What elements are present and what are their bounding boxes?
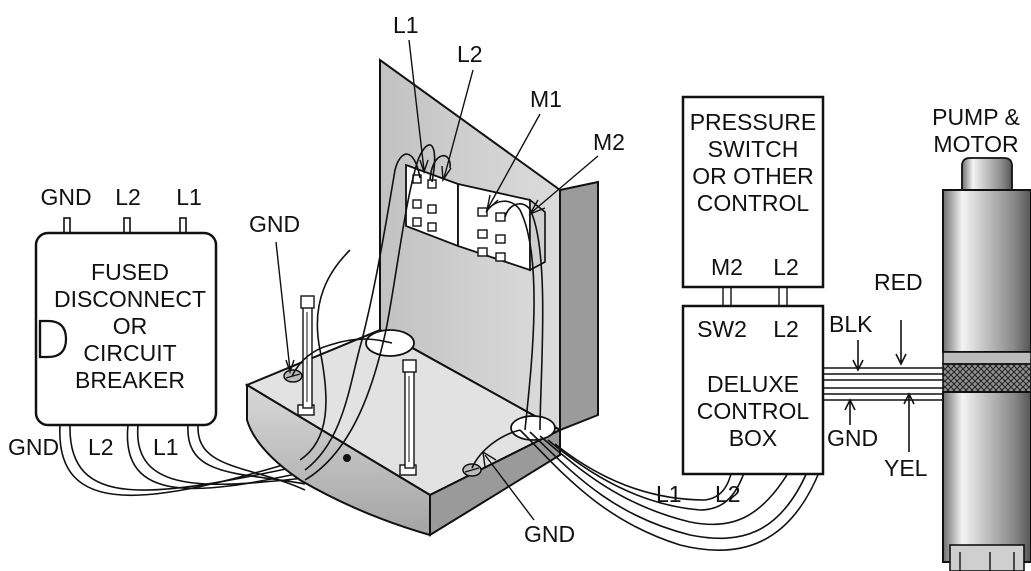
pressure-switch-title-line: SWITCH — [708, 136, 799, 162]
control-box — [681, 304, 825, 476]
enclosure-gnd-bottom-label: GND — [524, 521, 575, 547]
enclosure-mounting-hole — [343, 454, 351, 462]
lead-blk-label: BLK — [829, 311, 873, 337]
disconnect-title-line: CIRCUIT — [83, 340, 176, 366]
disconnect-out-l1-label: L1 — [153, 434, 179, 460]
control-box-sw2-label: SW2 — [697, 316, 747, 342]
enclosure — [244, 58, 599, 537]
red-arrow — [895, 320, 907, 366]
pump-title-line: MOTOR — [933, 131, 1018, 157]
pressure-switch-title-line: CONTROL — [697, 190, 810, 216]
pressure-switch-title-line: OR OTHER — [692, 163, 813, 189]
terminal-l2-label: L2 — [457, 41, 483, 67]
disconnect-box — [34, 231, 218, 427]
pressure-switch: PRESSURE SWITCH OR OTHER CONTROL M2 L2 — [681, 95, 825, 306]
pump-screen — [942, 363, 1031, 393]
terminal-l1-label: L1 — [393, 12, 419, 38]
pump-base — [949, 544, 1025, 571]
enclosure-side-flange — [559, 180, 599, 432]
pressure-switch-box — [681, 95, 825, 289]
disconnect-out-l2-label: L2 — [88, 434, 114, 460]
pressure-switch-l2-label: L2 — [773, 254, 799, 280]
gnd-arrow — [844, 398, 856, 425]
motor-coupling — [942, 351, 1031, 365]
disconnect-title-line: OR — [113, 313, 148, 339]
disconnect-title-line: FUSED — [91, 259, 169, 285]
lead-gnd-label: GND — [827, 425, 878, 451]
disconnect-gnd-label: GND — [40, 184, 91, 210]
control-box-l2-label: L2 — [773, 316, 799, 342]
blk-arrow — [852, 340, 864, 372]
disconnect-l2-terminal — [123, 217, 131, 234]
disconnect-l1-label: L1 — [176, 184, 202, 210]
pressure-switch-title-line: PRESSURE — [690, 109, 817, 135]
control-box-title-line: BOX — [729, 425, 778, 451]
fused-disconnect: GND L2 L1 FUSED DISCONNECT OR CIRCUIT BR… — [8, 184, 218, 460]
pump-body — [942, 391, 1031, 563]
motor-body — [942, 189, 1031, 353]
disconnect-out-gnd-label: GND — [8, 434, 59, 460]
knockout-hole — [510, 415, 556, 441]
pressure-switch-m2-label: M2 — [711, 254, 743, 280]
enclosure-tray-side — [429, 428, 561, 537]
enclosure-gnd-left-label: GND — [249, 211, 300, 237]
deluxe-control-box: SW2 L2 DELUXE CONTROL BOX L1 L2 — [656, 304, 825, 507]
pump-motor: PUMP & MOTOR — [932, 104, 1031, 571]
pump-title-line: PUMP & — [932, 104, 1020, 130]
lead-yel-label: YEL — [884, 455, 928, 481]
disconnect-title-line: DISCONNECT — [54, 286, 206, 312]
standoff-post — [399, 359, 417, 476]
control-box-l1-wire-label: L1 — [656, 481, 682, 507]
disconnect-l1-terminal — [179, 217, 187, 234]
enclosure-tray-front — [246, 383, 431, 537]
terminal-m1-label: M1 — [530, 86, 562, 112]
disconnect-l2-label: L2 — [115, 184, 141, 210]
control-box-title-line: CONTROL — [697, 398, 810, 424]
supply-wires — [59, 424, 306, 497]
control-box-title-line: DELUXE — [707, 371, 799, 397]
control-box-l2-wire-label: L2 — [715, 481, 741, 507]
yel-arrow — [903, 392, 915, 452]
disconnect-title-line: BREAKER — [75, 367, 185, 393]
disconnect-handle — [38, 319, 68, 359]
enclosure-labels: GND GND L1 L2 M1 M2 — [249, 12, 625, 547]
terminal-m2-label: M2 — [593, 129, 625, 155]
motor-leads: RED BLK GND YEL — [823, 269, 950, 481]
pump-cap — [961, 157, 1013, 191]
terminal-block-line — [405, 163, 459, 248]
lead-red-label: RED — [874, 269, 923, 295]
disconnect-gnd-terminal — [63, 217, 71, 234]
enclosure-wires — [291, 144, 821, 552]
